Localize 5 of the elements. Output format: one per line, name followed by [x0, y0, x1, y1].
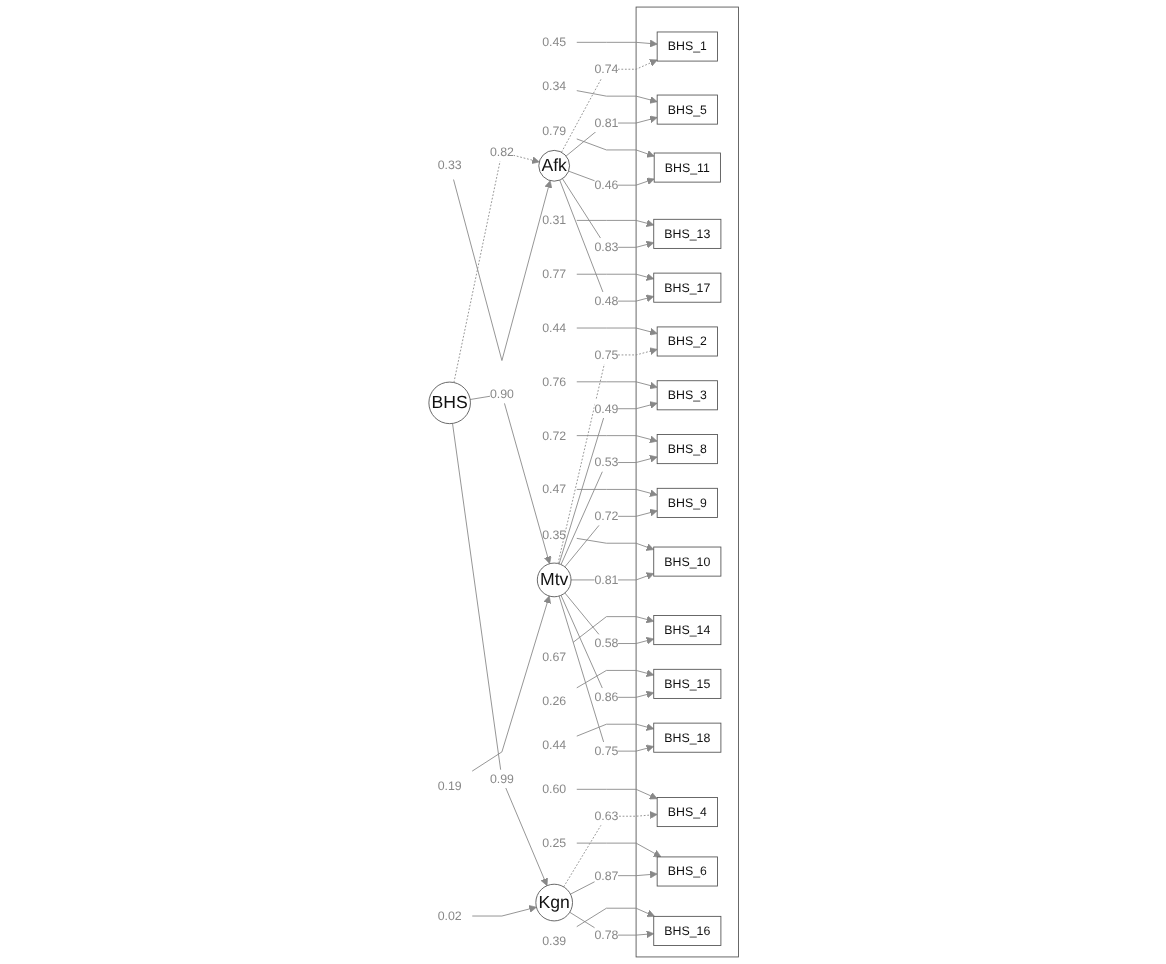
node-circle: Mtv	[537, 562, 572, 598]
node-circle: Afk	[538, 149, 571, 182]
node-circle: Kgn	[535, 883, 574, 922]
node-circle: BHS	[428, 381, 472, 425]
cluster	[635, 6, 740, 958]
